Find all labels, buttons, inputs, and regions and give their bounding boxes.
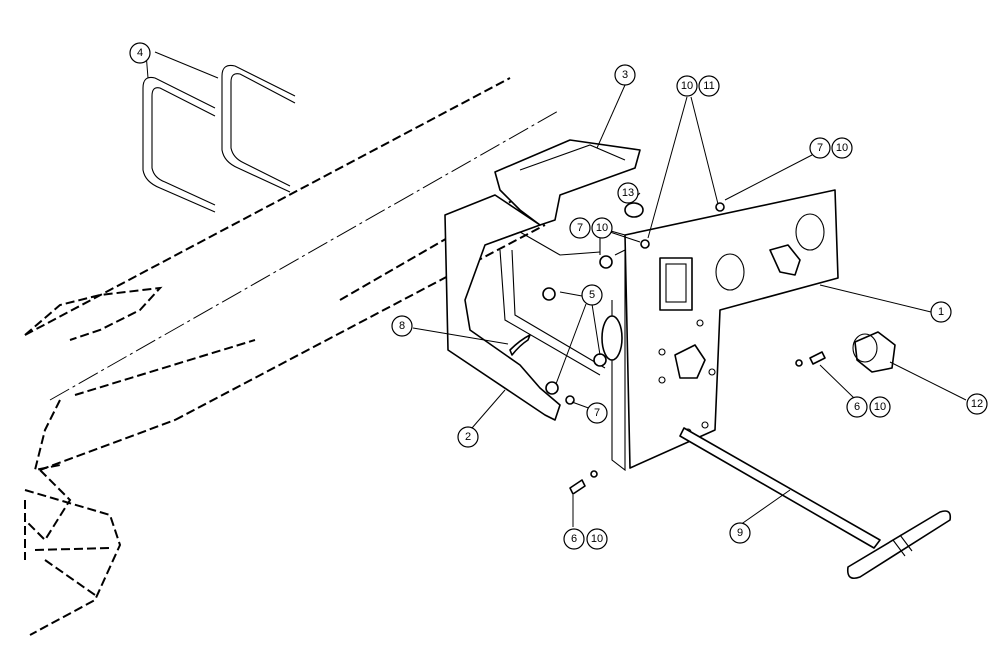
callout-2: 2	[457, 426, 479, 448]
callout-10-top-label: 10	[681, 80, 693, 92]
frame-beam	[24, 77, 601, 636]
callout-10-lower-label: 10	[591, 533, 603, 545]
callout-6-right-label: 6	[854, 401, 860, 413]
callout-7-right-label: 7	[817, 142, 823, 154]
callout-9-label: 9	[737, 527, 743, 539]
callout-10-left: 10	[591, 217, 613, 239]
callout-8: 8	[391, 315, 413, 337]
callout-3-label: 3	[622, 69, 628, 81]
leader-lines	[145, 51, 967, 527]
callout-4-label: 4	[137, 47, 143, 59]
callout-6-lower-label: 6	[571, 533, 577, 545]
handle-9	[679, 427, 952, 580]
callout-7-left: 7	[569, 217, 591, 239]
callout-12: 12	[966, 393, 988, 415]
callout-7-right: 7	[809, 137, 831, 159]
callout-7-lower: 7	[586, 402, 608, 424]
callout-10-lower: 10	[586, 528, 608, 550]
u-bolts	[142, 64, 296, 213]
callout-1-label: 1	[938, 306, 944, 318]
callout-10-right-label: 10	[836, 142, 848, 154]
callout-10-right-lower-label: 10	[874, 401, 886, 413]
main-plate-1	[599, 189, 839, 472]
callout-10-right: 10	[831, 137, 853, 159]
callout-8-label: 8	[399, 320, 405, 332]
callout-10-top: 10	[676, 75, 698, 97]
callout-4: 4	[129, 42, 151, 64]
callout-12-label: 12	[971, 398, 983, 410]
callout-6-right: 6	[846, 396, 868, 418]
callout-5-label: 5	[589, 289, 595, 301]
callout-6-lower: 6	[563, 528, 585, 550]
callout-1: 1	[930, 301, 952, 323]
knob-12	[852, 331, 896, 373]
callout-9: 9	[729, 522, 751, 544]
callout-11-label: 11	[703, 80, 714, 92]
callout-10-left-label: 10	[596, 222, 608, 234]
callout-13-label: 13	[622, 187, 634, 199]
callout-5: 5	[581, 284, 603, 306]
bracket-3	[494, 139, 641, 226]
callout-11: 11	[698, 75, 720, 97]
callout-7-lower-label: 7	[594, 407, 600, 419]
bracket-2	[444, 194, 606, 421]
callout-3: 3	[614, 64, 636, 86]
hardware	[509, 202, 826, 495]
callout-10-right-lower: 10	[869, 396, 891, 418]
callout-13: 13	[617, 182, 639, 204]
callout-2-label: 2	[465, 431, 471, 443]
callout-7-left-label: 7	[577, 222, 583, 234]
